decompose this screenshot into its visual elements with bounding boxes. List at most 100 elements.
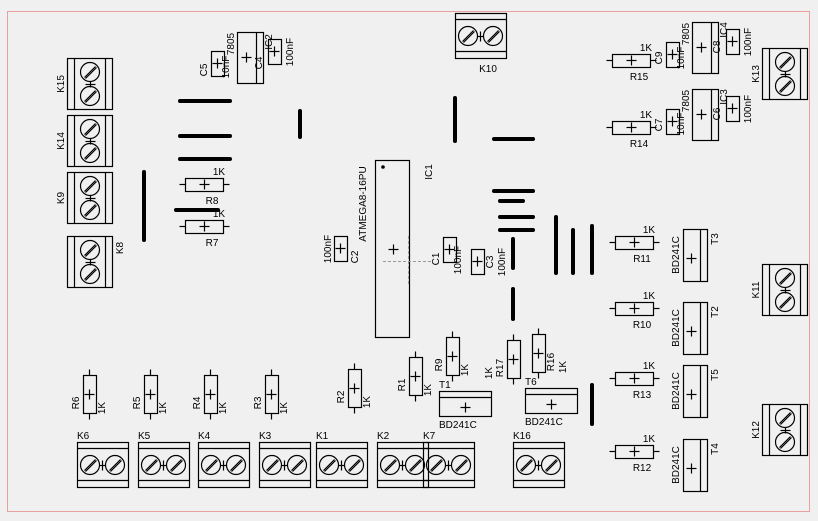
terminal-block[interactable]: K8 <box>66 235 127 289</box>
transistor-ref: T6 <box>525 377 537 388</box>
capacitor-value: 100nF <box>285 38 296 66</box>
screw-slot <box>170 459 182 471</box>
screw-slot <box>84 180 96 192</box>
resistor-value: 1K <box>158 402 169 415</box>
resistor-value: 1K <box>213 209 226 220</box>
capacitor-value: 100nF <box>743 28 754 56</box>
screw-icon <box>79 175 101 197</box>
capacitor-value: 100nF <box>323 235 334 263</box>
terminal-block[interactable]: K3 <box>258 431 312 489</box>
center-cross-icon <box>686 463 697 474</box>
resistor-ref: R3 <box>253 396 264 409</box>
transistor-ref: T5 <box>710 369 721 381</box>
terminal-block[interactable]: K4 <box>197 431 251 489</box>
capacitor[interactable]: C8 100nF <box>712 28 754 56</box>
regulator-ref: IC4 <box>719 22 730 38</box>
screw-slot <box>780 57 792 69</box>
center-cross-icon <box>269 46 280 57</box>
resistor-value: 1K <box>97 402 108 415</box>
regulator-part: 7805 <box>681 89 692 112</box>
terminal-block[interactable]: K16 <box>512 431 566 489</box>
terminal-block[interactable]: K13 <box>751 47 809 101</box>
center-cross-icon <box>533 348 544 359</box>
screw-slot <box>85 245 97 257</box>
screw-slot <box>409 459 421 471</box>
resistor-ref: R11 <box>633 254 651 265</box>
outline <box>267 38 283 66</box>
capacitor-ref: C3 <box>485 255 496 268</box>
screw-icon <box>457 25 479 47</box>
screw-icon <box>774 51 796 73</box>
terminal-block[interactable]: K7 <box>422 431 476 489</box>
transistor-ref: T3 <box>710 233 721 245</box>
screw-icon <box>286 454 308 476</box>
capacitor-value: 100nF <box>497 248 508 276</box>
terminal-block[interactable]: K14 <box>56 114 114 168</box>
terminal-block[interactable]: K10 <box>454 12 508 76</box>
terminal-block[interactable]: K5 <box>137 431 191 489</box>
screw-icon <box>79 199 101 221</box>
outline <box>376 441 430 489</box>
transistor-ref: T4 <box>710 443 721 455</box>
center-cross-icon <box>145 389 156 400</box>
terminal-block[interactable]: K2 <box>376 431 430 489</box>
terminal-label: K3 <box>259 431 272 442</box>
center-cross-icon <box>199 221 210 232</box>
screw-slot <box>462 30 474 42</box>
outline <box>197 441 251 489</box>
screw-slot <box>324 460 336 472</box>
terminal-block[interactable]: K9 <box>56 171 114 225</box>
terminal-block[interactable]: K11 <box>751 263 809 317</box>
outline <box>665 41 681 69</box>
terminal-block[interactable]: K15 <box>56 57 114 111</box>
capacitor-ref: C8 <box>712 40 723 53</box>
center-cross-icon <box>241 52 252 63</box>
resistor-ref: R5 <box>132 396 143 409</box>
terminal-block[interactable]: K1 <box>315 431 369 489</box>
outline <box>691 21 720 75</box>
screw-slot <box>85 269 97 281</box>
resistor[interactable]: R5 1K <box>132 369 169 420</box>
terminal-block[interactable]: K6 <box>76 431 130 489</box>
screw-slot <box>546 460 558 472</box>
screw-slot <box>430 459 442 471</box>
terminal-block[interactable]: K12 <box>751 403 809 457</box>
center-cross-icon <box>626 55 637 66</box>
screw-icon <box>425 454 447 476</box>
